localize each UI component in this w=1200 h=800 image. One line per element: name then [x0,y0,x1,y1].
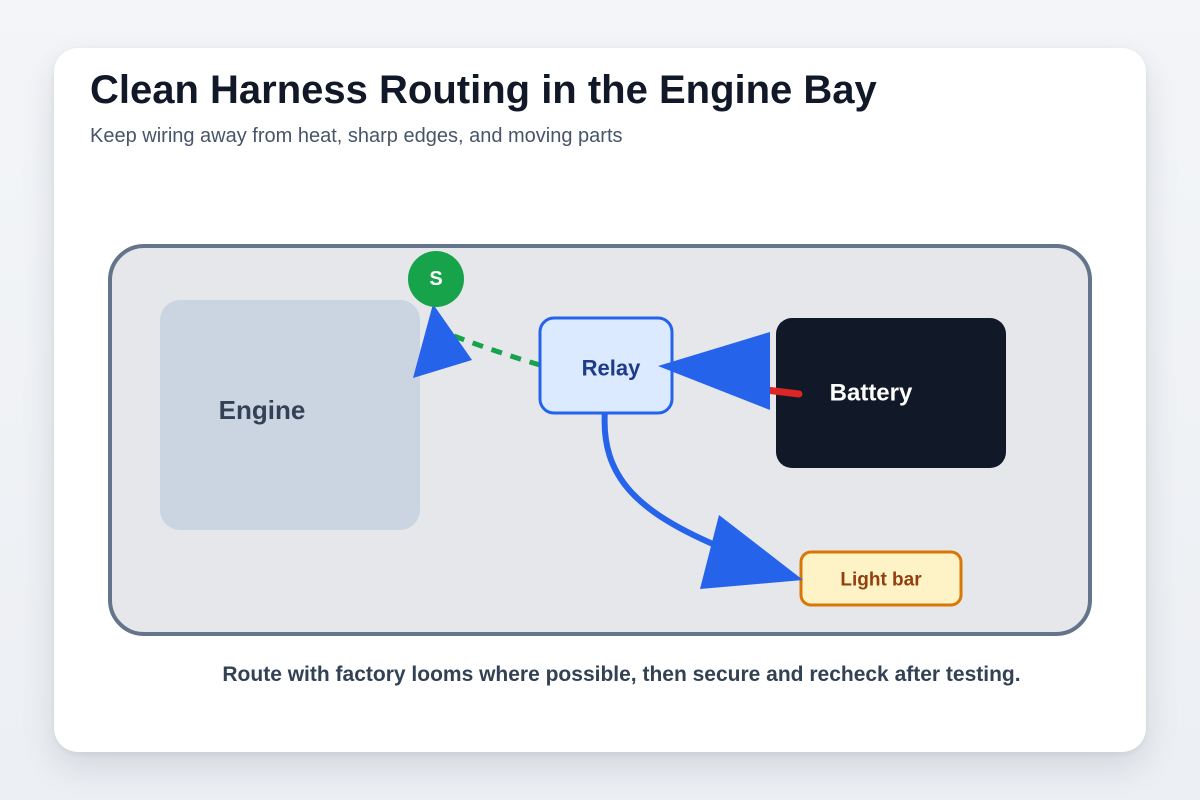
arrowhead-relay [658,332,770,410]
wire-battery-to-relay [762,386,803,398]
page-title: Clean Harness Routing in the Engine Bay [90,68,877,112]
arrowhead-switch [413,304,472,378]
arrowhead-light-bar [700,515,803,589]
battery-label: Battery [830,380,913,407]
wire-relay-to-light-bar [601,407,725,551]
switch-badge [408,251,464,307]
light-bar-label: Light bar [840,570,922,591]
relay-label: Relay [582,356,641,381]
battery-box [776,318,1006,468]
routing-tip: Route with factory looms where possible,… [222,663,1021,686]
page-subtitle: Keep wiring away from heat, sharp edges,… [90,125,623,147]
switch-badge-label: S [429,268,442,290]
diagram-card: Clean Harness Routing in the Engine Bay … [54,48,1146,752]
engine-label: Engine [219,395,306,425]
engine-block [160,300,420,530]
wire-switch-lead [453,333,541,368]
engine-bay-diagram: Engine Battery Light bar S Relay [108,244,1092,636]
